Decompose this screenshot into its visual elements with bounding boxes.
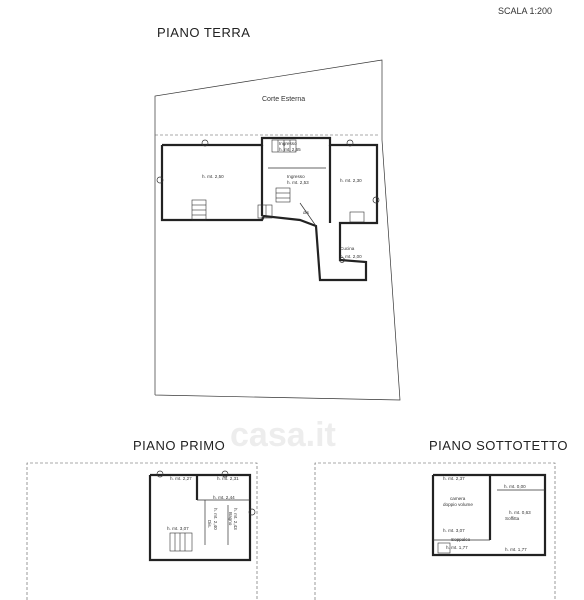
entrance-height: h. mt. 2,53 xyxy=(287,180,309,185)
soppalco-label: Soppalco xyxy=(451,537,471,542)
kitchen-height: h. mt. 2,00 xyxy=(340,254,362,259)
first-height-4: h. mt. 3,07 xyxy=(167,526,189,531)
first-height-6: h. mt. 2,43 xyxy=(233,508,238,530)
bathroom-label: Bagno xyxy=(228,512,233,526)
soffitta-label: Soffitta xyxy=(505,516,520,521)
attic-floor-title: PIANO SOTTOTETTO xyxy=(429,438,568,453)
kitchen-label: Cucina xyxy=(340,246,355,251)
first-height-5: h. mt. 2,40 xyxy=(213,508,218,530)
watermark: casa.it xyxy=(230,416,336,454)
attic-floor-plan: PIANO SOTTOTETTO h. mt. 2,37 camera dopp… xyxy=(314,438,568,600)
first-floor-title: PIANO PRIMO xyxy=(133,438,225,453)
first-height-1: h. mt. 2,27 xyxy=(170,476,192,481)
soffitta-height-mid: h. mt. 0,63 xyxy=(509,510,531,515)
entrance-label: Ingresso xyxy=(287,174,305,179)
soffitta-height-top: h. mt. 0,00 xyxy=(504,484,526,489)
first-height-3: h. mt. 2,44 xyxy=(213,495,235,500)
attic-room-height: h. mt. 2,37 xyxy=(443,476,465,481)
attic-room-height-low: h. mt. 3,07 xyxy=(443,528,465,533)
scale-label: SCALA 1:200 xyxy=(498,6,552,16)
entrance-top-label: Ingresso xyxy=(279,141,297,146)
court-label: Corte Esterna xyxy=(262,96,305,103)
dis-room-label: Dis. xyxy=(207,520,212,528)
ground-floor-title: PIANO TERRA xyxy=(157,25,250,40)
dis-label: dis xyxy=(303,210,310,215)
first-height-2: h. mt. 2,31 xyxy=(217,476,239,481)
right-room-height: h. mt. 2,30 xyxy=(340,178,362,183)
camera-label-line2: doppio volume xyxy=(443,502,473,507)
living-height: h. mt. 2,50 xyxy=(202,174,224,179)
soffitta-height-low: h. mt. 1,77 xyxy=(505,547,527,552)
ground-floor-plan: PIANO TERRA Corte Esterna xyxy=(154,25,401,401)
first-floor-plan: PIANO PRIMO h. mt. 2,27 h. mt. 2,31 h. m… xyxy=(26,438,258,600)
entrance-top-height: h. mt. 2,65 xyxy=(279,147,301,152)
camera-label-line1: camera xyxy=(450,496,466,501)
soppalco-height: h. mt. 1,77 xyxy=(446,545,468,550)
